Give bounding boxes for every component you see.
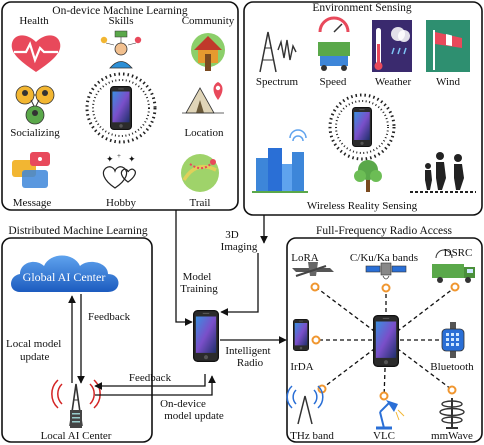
community-house-icon	[191, 33, 225, 71]
environment-sensing-panel: Environment Sensing Spectrum Speed	[243, 1, 483, 216]
environment-title: Environment Sensing	[312, 2, 412, 14]
hobby-hearts-icon: ✦ ✦ +	[102, 152, 136, 189]
weather-icon	[372, 20, 412, 72]
on-device-panel-frame	[1, 1, 239, 211]
health-label: Health	[19, 15, 49, 27]
bluetooth-label: Bluetooth	[430, 361, 474, 373]
spectrum-label: Spectrum	[256, 76, 299, 88]
radio-access-panel: Full-Frequency Radio Access	[286, 225, 483, 443]
community-label: Community	[182, 15, 235, 27]
skills-label: Skills	[108, 15, 133, 27]
pedestrians-icon	[410, 152, 476, 193]
svg-text:+: +	[117, 152, 121, 160]
imaging-label-2: Imaging	[221, 241, 258, 253]
speed-label: Speed	[320, 76, 347, 88]
mmwave-antenna-icon	[439, 398, 465, 429]
global-ai-cloud-icon	[11, 255, 119, 292]
on-device-ml-panel: On-device Machine Learning Health Skills…	[1, 1, 239, 211]
feedback-top-label: Feedback	[88, 311, 131, 323]
distributed-title: Distributed Machine Learning	[8, 225, 147, 237]
irda-device-icon	[293, 318, 309, 352]
wind-sock-icon	[426, 20, 470, 72]
weather-label: Weather	[375, 76, 412, 88]
svg-text:✦: ✦	[128, 154, 136, 164]
central-phone-group	[193, 309, 219, 363]
radio-title: Full-Frequency Radio Access	[316, 225, 453, 237]
local-ai-center-label: Local AI Center	[41, 430, 112, 442]
thz-label: THz band	[290, 430, 334, 442]
lora-label: LoRA	[291, 252, 319, 264]
global-ai-center-label: Global AI Center	[23, 270, 106, 284]
radio-phone-icon	[373, 314, 399, 368]
lora-drone-icon	[292, 262, 334, 277]
model-training-label: Model	[183, 271, 212, 283]
mmwave-label: mmWave	[431, 430, 473, 442]
location-label: Location	[184, 127, 224, 139]
on-device-phone-icon	[85, 72, 157, 144]
sensing-subtitle: Wireless Reality Sensing	[307, 200, 418, 212]
ondevice-update-arrow	[95, 375, 216, 396]
trail-map-icon	[181, 154, 219, 192]
c-ku-ka-label: C/Ku/Ka bands	[350, 252, 418, 264]
feedback-bottom-label: Feedback	[129, 372, 172, 384]
intelligent-radio-label: Intelligent	[225, 345, 270, 357]
local-model-update-label-2: update	[20, 351, 49, 363]
hobby-label: Hobby	[106, 197, 136, 209]
svg-text:✦: ✦	[106, 154, 114, 164]
spectrum-tower-icon	[259, 31, 297, 73]
location-icon	[182, 82, 224, 114]
sensing-phone-icon	[328, 93, 396, 161]
trail-label: Trail	[190, 197, 211, 209]
phone-feedback-arrow	[94, 374, 206, 390]
irda-label: IrDA	[290, 361, 313, 373]
local-model-update-label: Local model	[6, 338, 61, 350]
ondevice-update-label-2: model update	[164, 410, 224, 422]
satellite-icon	[365, 262, 407, 280]
on-device-title: On-device Machine Learning	[52, 5, 188, 17]
socializing-icon	[15, 85, 55, 125]
intelligent-radio-label-2: Radio	[237, 357, 264, 369]
local-ai-tower-icon	[51, 379, 101, 428]
socializing-label: Socializing	[10, 127, 60, 139]
skills-icon	[100, 30, 142, 69]
environment-panel-frame	[243, 1, 483, 216]
central-phone-icon	[193, 309, 219, 363]
message-label: Message	[13, 197, 52, 209]
ondevice-update-label: On-device	[160, 398, 206, 410]
model-training-label-2: Training	[180, 283, 218, 295]
speed-truck-icon	[318, 16, 350, 71]
health-icon	[11, 35, 61, 72]
model-training-arrow	[175, 210, 193, 326]
radio-panel-frame	[286, 237, 483, 443]
bluetooth-watch-icon	[441, 322, 465, 358]
wind-label: Wind	[436, 76, 460, 88]
vlc-lamp-icon	[376, 400, 405, 430]
message-icon	[12, 152, 50, 188]
dsrc-label: DSRC	[444, 247, 473, 259]
sensing-to-phone-arrow	[220, 253, 259, 316]
imaging-label: 3D	[225, 229, 239, 241]
distributed-ml-panel: Distributed Machine Learning Global AI C…	[1, 225, 224, 443]
dsrc-truck-icon	[432, 249, 475, 283]
vlc-label: VLC	[373, 430, 395, 442]
tree-icon	[354, 160, 382, 192]
thz-tower-icon	[286, 385, 324, 425]
city-buildings-icon	[252, 129, 308, 193]
distributed-panel-frame	[1, 237, 153, 443]
